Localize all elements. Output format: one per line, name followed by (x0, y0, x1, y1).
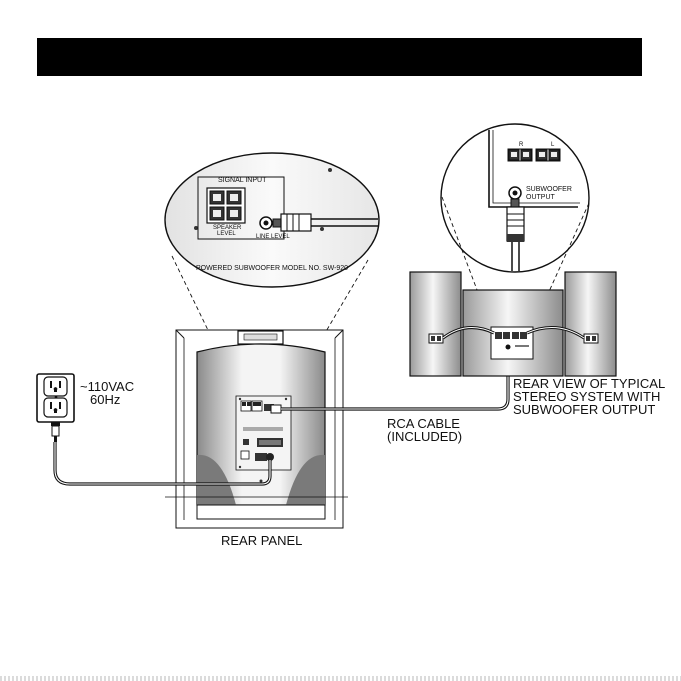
rca-cable-included-label: (INCLUDED) (387, 430, 462, 444)
stereo-label-line-3: SUBWOOFER OUTPUT (513, 403, 655, 417)
speaker-level-label-2: LEVEL (217, 231, 236, 237)
stereo-left-speaker (410, 272, 461, 376)
channel-right-label: R (519, 142, 524, 148)
subwoofer-output-label-1: SUBWOOFER (526, 186, 572, 193)
speaker-level-terminals (207, 188, 245, 223)
subwoofer-output-label-2: OUTPUT (526, 194, 556, 201)
signal-input-label: SIGNAL INPUT (218, 177, 267, 184)
subwoofer-panel-callout: SIGNAL INPUT SPEAKER LEVEL LINE LEVEL (165, 153, 379, 287)
stereo-right-speaker (565, 272, 616, 376)
wall-outlet (37, 374, 74, 442)
bottom-edge-rule (0, 676, 681, 681)
stereo-output-callout: R L SUBWOOFER OUTPUT (441, 124, 589, 272)
stereo-system (410, 272, 616, 376)
power-frequency-label: 60Hz (90, 393, 120, 407)
model-number-label: POWERED SUBWOOFER MODEL NO. SW-920 (196, 265, 348, 272)
line-level-label: LINE LEVEL (256, 234, 290, 240)
rear-panel-label: REAR PANEL (221, 534, 302, 548)
power-plug (51, 422, 60, 442)
subwoofer-cabinet (165, 330, 348, 528)
